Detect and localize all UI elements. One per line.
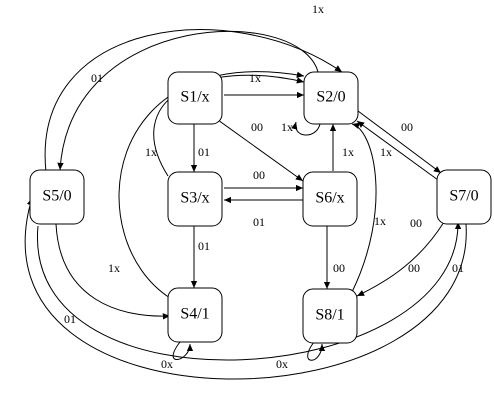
edge-s8-s2 — [351, 122, 377, 293]
label-s1-s2: 1x — [249, 71, 261, 85]
state-s2: S2/0 — [303, 71, 359, 125]
label-s3-s6: 00 — [253, 168, 265, 182]
edge-s1-s6 — [217, 119, 304, 182]
edge-s5-s2 — [44, 29, 343, 173]
state-s4-label: S4/1 — [180, 306, 209, 323]
label-s5-s2: 1x — [312, 2, 324, 16]
label-s2-s7: 00 — [401, 120, 413, 134]
label-s2-s5: 01 — [91, 71, 103, 85]
state-s6: S6/x — [302, 171, 358, 227]
label-s7-s2: 1x — [380, 145, 392, 159]
label-s2-self: 1x — [281, 120, 293, 134]
state-s8-label: S8/1 — [315, 307, 344, 324]
state-s8: S8/1 — [302, 288, 358, 344]
edge-s5-s4 — [55, 223, 171, 320]
edge-s4-s2 — [118, 71, 305, 299]
state-s2-label: S2/0 — [316, 89, 345, 106]
state-s3-label: S3/x — [180, 190, 209, 207]
edge-s4-self — [172, 341, 194, 360]
state-s6-label: S6/x — [315, 190, 344, 207]
label-s4-self: 0x — [161, 357, 173, 371]
state-s5-label: S5/0 — [42, 188, 71, 205]
edge-s5-s7 — [37, 221, 462, 361]
label-s5-s7: 00 — [410, 216, 422, 230]
edge-s8-self — [307, 341, 326, 361]
edge-s7-s2 — [356, 120, 439, 181]
state-s1: S1/x — [167, 71, 223, 125]
state-s4: S4/1 — [167, 287, 223, 343]
label-s7-s5: 01 — [452, 261, 464, 275]
label-s4-s2: 1x — [108, 261, 120, 275]
edge-s7-s5 — [24, 197, 467, 380]
label-s8-s2: 1x — [374, 214, 386, 228]
label-s7-s8: 00 — [408, 261, 420, 275]
state-s1-label: S1/x — [180, 89, 209, 106]
state-s7: S7/0 — [436, 169, 492, 225]
label-s3-s2: 1x — [145, 145, 157, 159]
label-s6-s2: 1x — [342, 145, 354, 159]
label-s3-s4: 01 — [198, 239, 210, 253]
edge-s7-s8 — [356, 221, 445, 297]
label-s1-s6: 00 — [251, 120, 263, 134]
label-s8-self: 0x — [276, 357, 288, 371]
state-s5: S5/0 — [29, 169, 85, 225]
label-s1-s3: 01 — [198, 145, 210, 159]
state-s7-label: S7/0 — [449, 188, 478, 205]
label-s6-s8: 00 — [333, 261, 345, 275]
label-s6-s3: 01 — [253, 215, 265, 229]
edge-s2-s7 — [357, 110, 442, 174]
edge-s2-self — [291, 121, 321, 136]
state-s3: S3/x — [167, 171, 223, 227]
label-s5-s4: 01 — [64, 312, 76, 326]
